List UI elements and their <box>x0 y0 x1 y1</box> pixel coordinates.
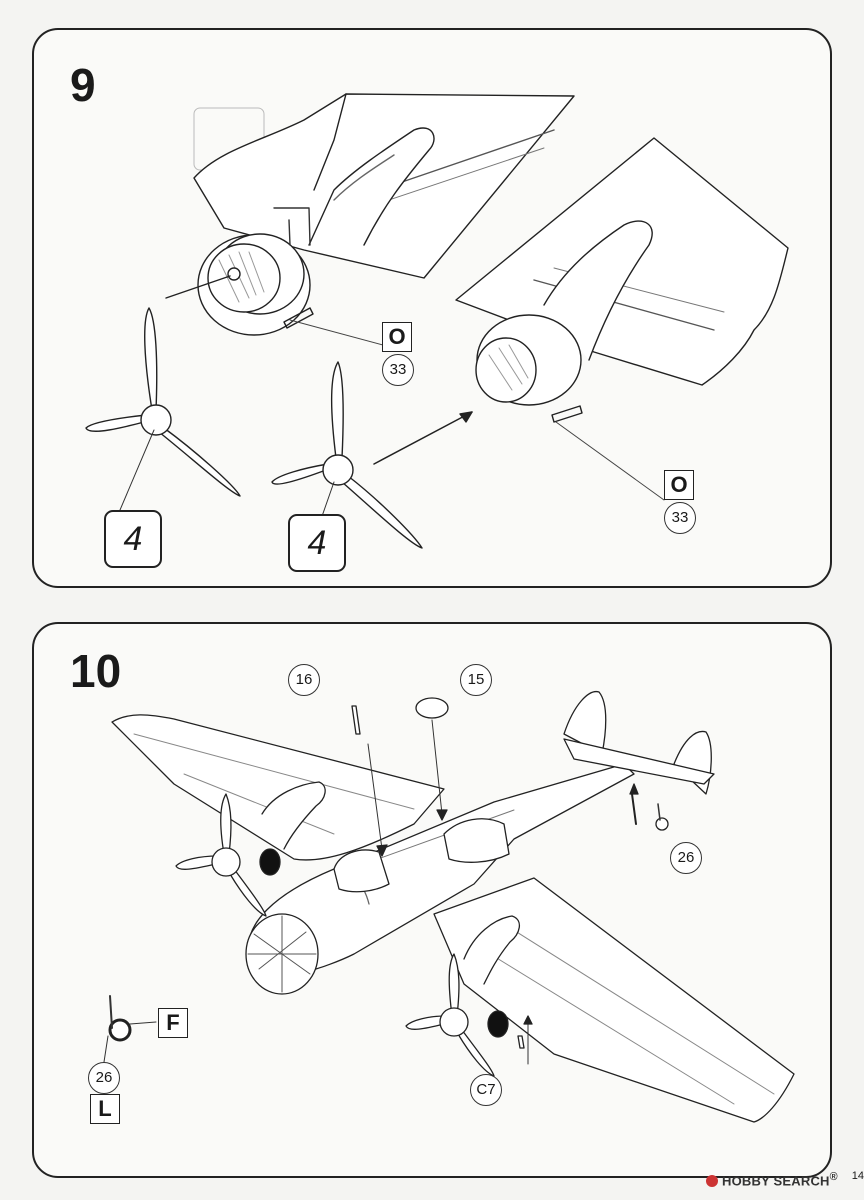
step-10-illustration <box>103 691 795 1123</box>
part-15 <box>415 697 449 821</box>
part-callout: 26 <box>670 842 702 874</box>
watermark: HOBBY SEARCH® <box>706 1171 838 1188</box>
propeller-part-box: 4 <box>288 514 346 572</box>
aircraft-drawing <box>111 691 795 1123</box>
part-26-left <box>103 995 157 1063</box>
part-C7 <box>517 1015 533 1065</box>
hobby-search-logo-icon <box>706 1175 718 1188</box>
page-number: 14 <box>851 1170 864 1182</box>
part-callout: 26 <box>88 1062 120 1094</box>
part-26-right <box>629 783 669 831</box>
step-9-illustration <box>85 93 789 549</box>
part-callout: C7 <box>470 1074 502 1106</box>
step-10-panel: 10 <box>32 622 832 1178</box>
step-number: 9 <box>70 59 96 111</box>
part-callout: 16 <box>288 664 320 696</box>
right-wing-drawing <box>455 137 789 501</box>
step-number: 10 <box>70 645 122 697</box>
sprue-letter: L <box>90 1094 120 1124</box>
sprue-letter: O <box>664 470 694 500</box>
part-callout: 33 <box>664 502 696 534</box>
step-9-panel: 9 <box>32 28 832 588</box>
sprue-letter: O <box>382 322 412 352</box>
part-16 <box>351 705 388 857</box>
left-wing-drawing <box>193 93 575 349</box>
propeller-part-box: 4 <box>104 510 162 568</box>
side-letter: F <box>158 1008 188 1038</box>
part-callout: 33 <box>382 354 414 386</box>
right-propeller-drawing <box>271 361 473 549</box>
left-propeller-drawing <box>85 275 241 511</box>
part-callout: 15 <box>460 664 492 696</box>
